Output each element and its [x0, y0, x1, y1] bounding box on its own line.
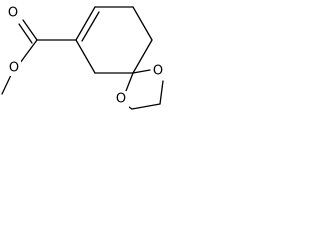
dioxolane-oxygen-lower-label: O: [116, 92, 126, 107]
ester-c-o-bond: [19, 39, 38, 64]
spiro-o-lower-bond: [125, 72, 134, 92]
carbonyl-double-bond-b: [18, 23, 33, 44]
carbonyl-oxygen-label: O: [8, 6, 18, 21]
ring-bond-6-1: [75, 39, 96, 74]
methoxy-bond: [1, 74, 12, 95]
molecule-diagram: O O O O: [1, 5, 166, 110]
carbonyl-double-bond-a: [22, 19, 38, 41]
label-bg: [6, 5, 20, 21]
dioxolane-oxygen-upper-label: O: [153, 64, 163, 79]
ring-double-bond-a: [75, 6, 96, 41]
ring-double-bond-b: [81, 11, 100, 42]
spiro-o-upper-bond: [132, 69, 151, 74]
ester-oxygen-label: O: [9, 61, 19, 76]
o-upper-ch2-bond: [159, 80, 164, 105]
ch2-ch2-bond: [131, 103, 161, 110]
ring-bond-3-4: [132, 6, 153, 41]
label-bg: [7, 60, 21, 76]
ring-bond-4-spiro: [132, 39, 153, 74]
structure-canvas: O O O O: [0, 0, 179, 144]
label-bg: [114, 91, 129, 108]
label-bg: [151, 62, 166, 79]
